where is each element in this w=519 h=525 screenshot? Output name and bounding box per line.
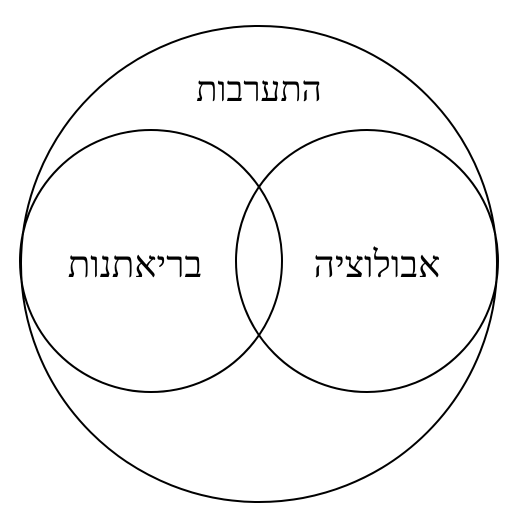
outer-label: התערבות <box>196 70 322 110</box>
right-label: אבולוציה <box>314 243 441 286</box>
left-label: בריאתנות <box>68 243 203 286</box>
left-circle-creationism <box>19 129 283 393</box>
right-circle-evolution <box>235 129 499 393</box>
